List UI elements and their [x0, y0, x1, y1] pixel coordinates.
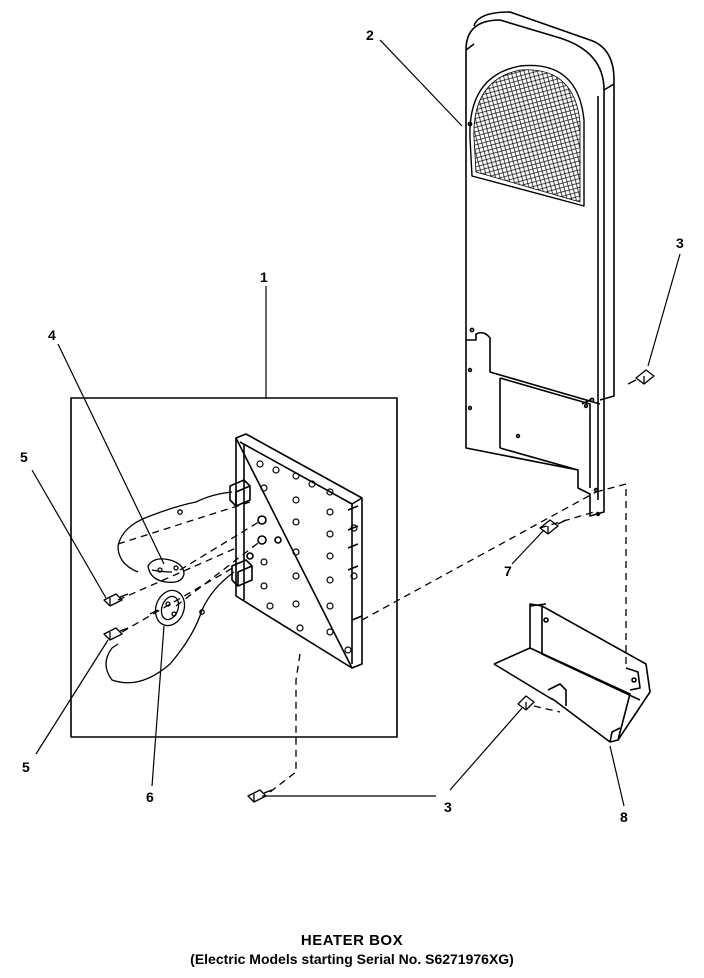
diagram-subtitle: (Electric Models starting Serial No. S62… — [190, 951, 514, 967]
diagram-title: HEATER BOX — [300, 932, 404, 949]
screw-bracket — [517, 695, 535, 711]
callout-7: 7 — [504, 563, 512, 579]
callout-5-upper: 5 — [20, 449, 28, 465]
screw-upper — [103, 593, 129, 607]
leader-lines — [31, 39, 681, 807]
callout-6: 6 — [146, 789, 154, 805]
callout-3-right: 3 — [676, 235, 684, 251]
callout-5-lower: 5 — [22, 759, 30, 775]
callout-2: 2 — [366, 27, 374, 43]
callout-3-bottom: 3 — [444, 799, 452, 815]
callout-4: 4 — [48, 327, 56, 343]
mounting-bracket — [493, 603, 651, 743]
callout-1: 1 — [260, 269, 268, 285]
screw-lower — [103, 627, 129, 641]
heater-duct-panel — [465, 11, 615, 517]
assembly-dash-lines — [117, 483, 627, 793]
high-limit-thermostat — [149, 589, 186, 627]
heating-element-plate — [229, 433, 363, 669]
callout-labels: 1 2 3 4 5 5 6 7 3 8 — [20, 27, 684, 825]
callout-8: 8 — [620, 809, 628, 825]
screw-right — [627, 369, 655, 385]
element-coil-grid — [256, 460, 358, 654]
heater-element-assembly-box — [70, 397, 398, 738]
wire-leads — [105, 491, 235, 684]
